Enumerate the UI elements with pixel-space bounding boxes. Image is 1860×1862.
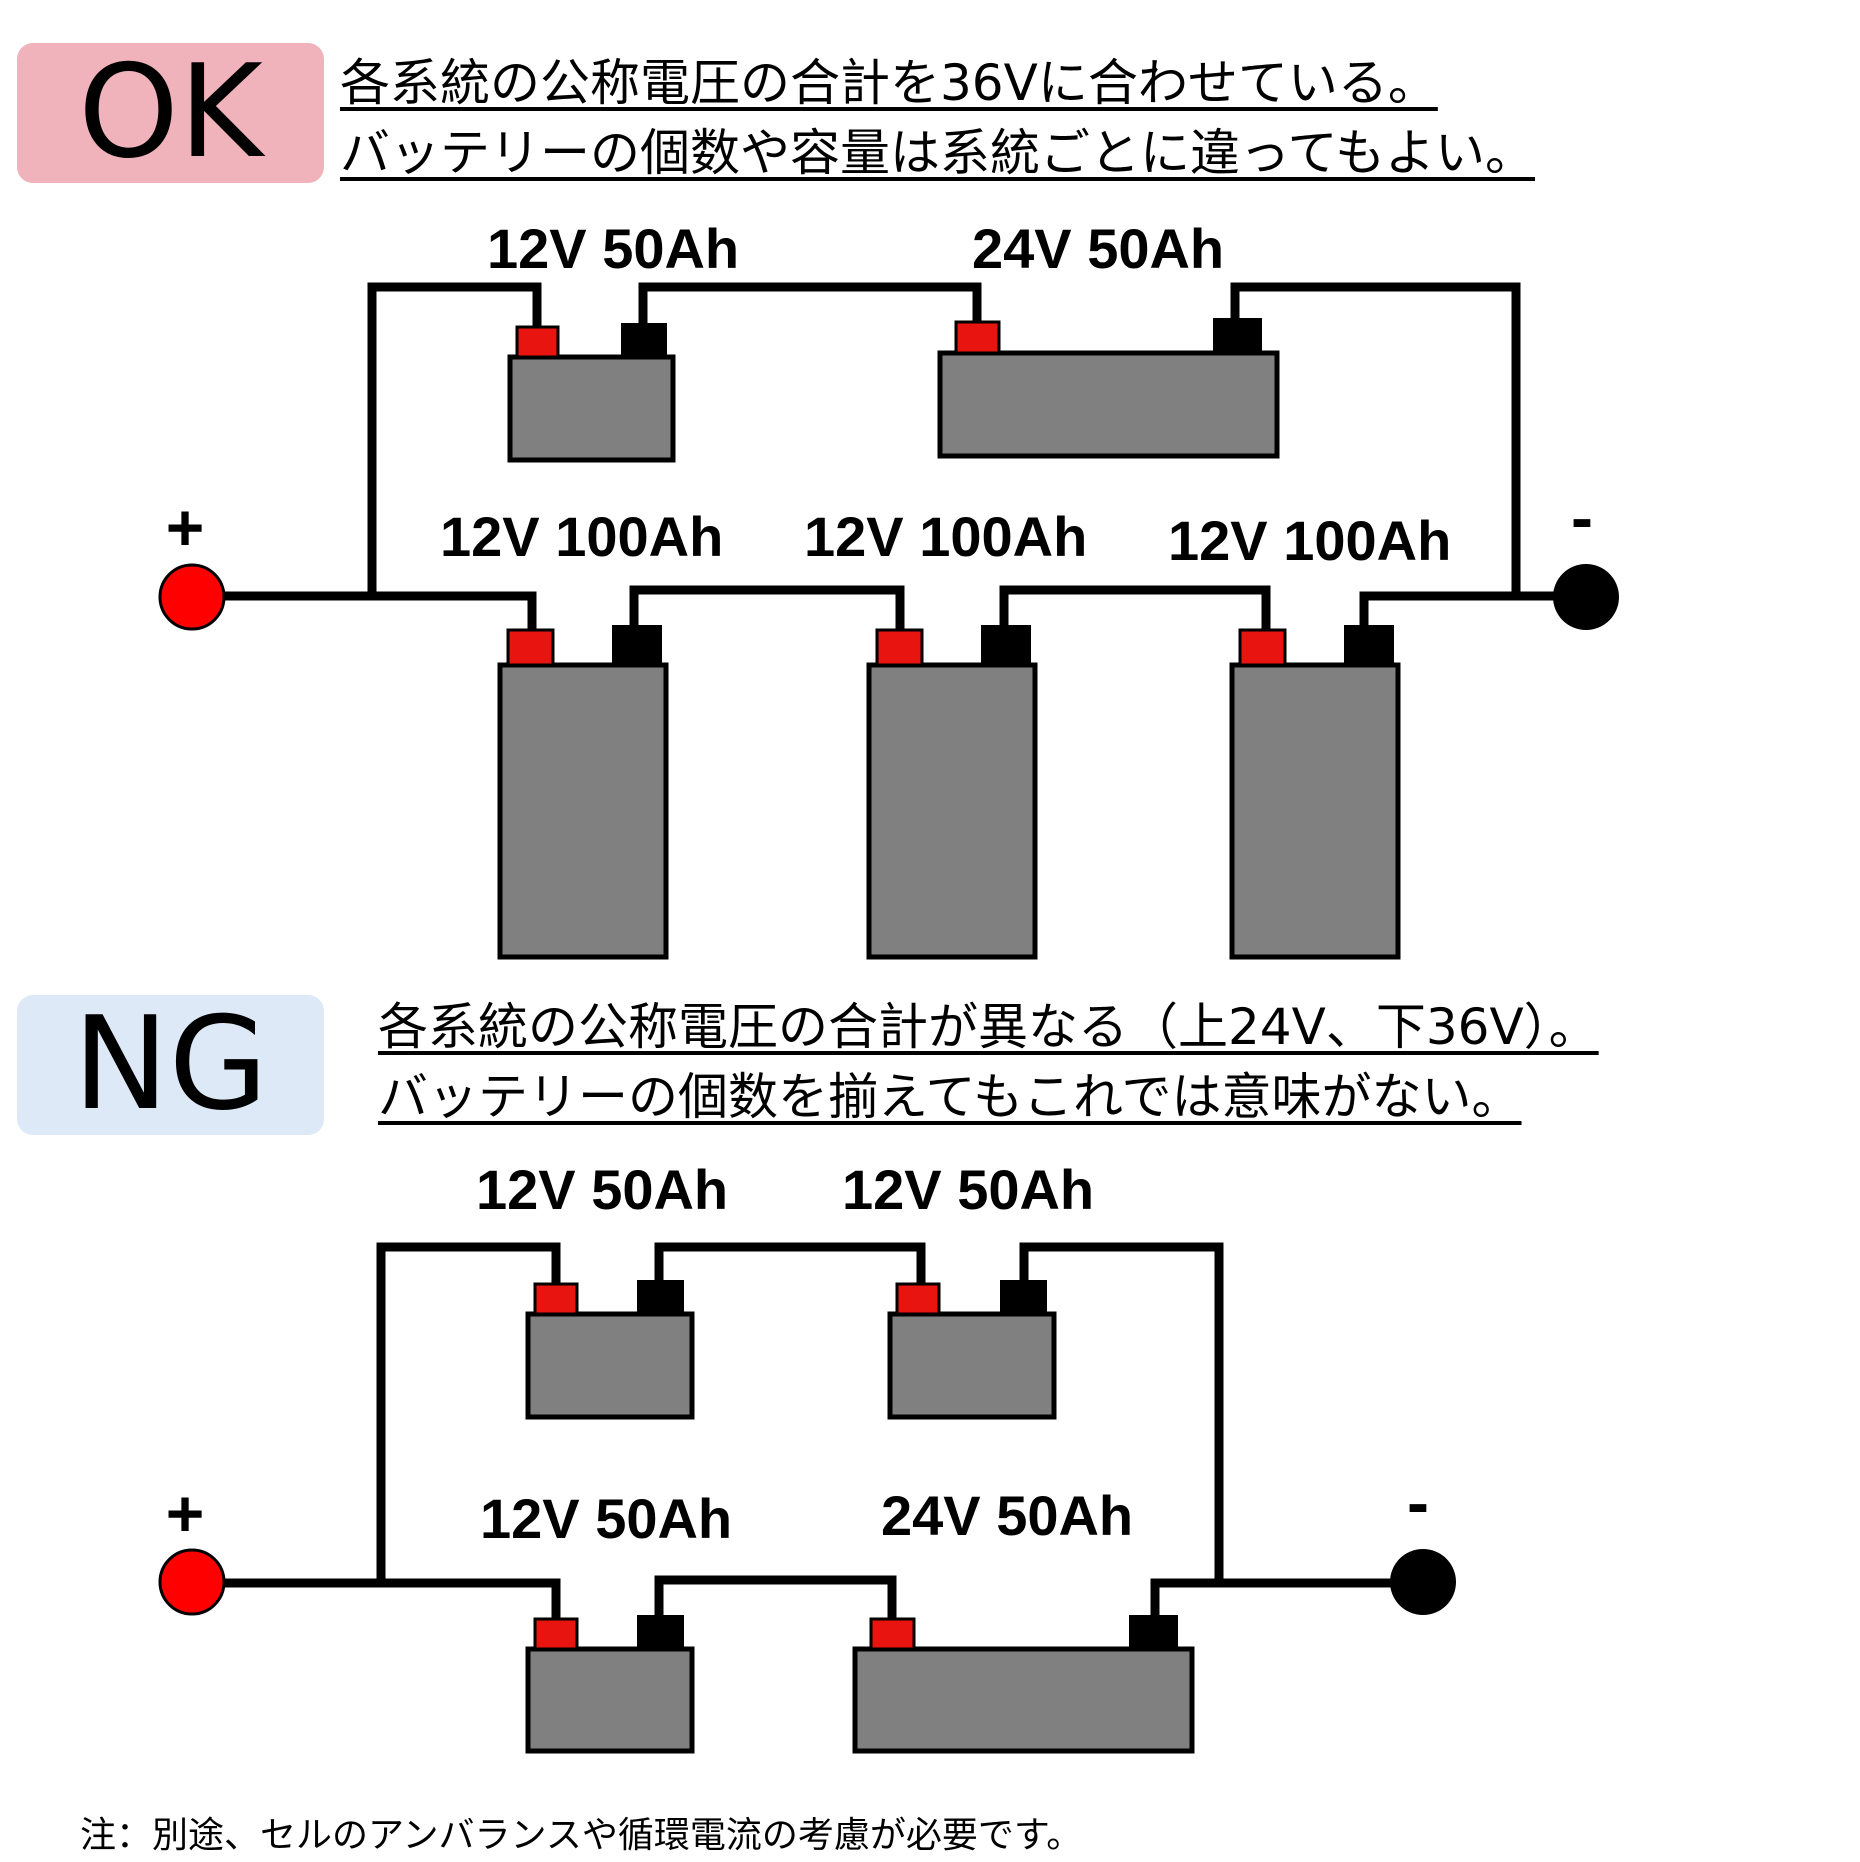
ng-minus-sign: -	[1407, 1465, 1429, 1539]
ok-diagram: + - 12V 50Ah 24V 50Ah 12V 100Ah 12V 100A…	[158, 217, 1619, 960]
ng-wire-plus-bottom	[225, 1578, 561, 1620]
ok-battery-top-1	[507, 323, 676, 463]
negative-terminal	[981, 625, 1031, 665]
ok-battery-top-2	[937, 318, 1280, 459]
ng-diagram: + - 12V 50Ah 12V 50Ah 12V 50Ah 24V 50Ah	[158, 1158, 1456, 1754]
ok-wire-top-to-minus	[1230, 282, 1521, 596]
ng-wire-top-to-minus	[1019, 1242, 1224, 1583]
ok-minus-sign: -	[1571, 480, 1593, 554]
ng-description: 各系統の公称電圧の合計が異なる（上24V、下36V）。 バッテリーの個数を揃えて…	[378, 992, 1599, 1132]
ok-negative-node	[1553, 564, 1619, 630]
ng-wire-bottom-to-minus	[1150, 1578, 1418, 1620]
ok-wire-bottom-to-minus	[1359, 591, 1580, 632]
ok-label-bottom-2: 12V 100Ah	[804, 505, 1087, 568]
ng-battery-bottom-2	[852, 1615, 1195, 1754]
ok-plus-sign: +	[166, 490, 205, 564]
ng-battery-top-2	[887, 1280, 1057, 1420]
negative-terminal	[621, 323, 667, 357]
ng-wire-bottom-series	[654, 1575, 897, 1620]
footnote: 注：別途、セルのアンバランスや循環電流の考慮が必要です。	[80, 1815, 1083, 1856]
negative-terminal	[612, 625, 662, 665]
ok-battery-bottom-1	[497, 625, 669, 960]
positive-terminal	[875, 628, 924, 667]
negative-terminal	[637, 1615, 684, 1649]
ng-label-top-2: 12V 50Ah	[842, 1158, 1094, 1221]
negative-terminal	[1213, 318, 1262, 353]
ok-positive-node	[158, 563, 226, 631]
positive-terminal	[515, 325, 560, 359]
ok-badge: OK	[17, 43, 324, 183]
negative-terminal	[637, 1280, 684, 1314]
ok-battery-bottom-2	[866, 625, 1038, 960]
ng-badge: NG	[17, 995, 324, 1135]
negative-terminal	[1000, 1280, 1047, 1314]
ok-wire-plus-bottom	[225, 591, 537, 632]
positive-terminal	[869, 1617, 916, 1651]
ok-line-2: バッテリーの個数や容量は系統ごとに違ってもよい。	[340, 124, 1535, 182]
positive-terminal	[506, 628, 555, 667]
ok-wire-plus-to-top	[367, 282, 542, 596]
positive-terminal	[954, 320, 1001, 355]
negative-terminal	[1344, 625, 1394, 665]
positive-terminal	[895, 1282, 941, 1316]
ng-wire-plus-to-top	[376, 1242, 561, 1583]
ng-line-1: 各系統の公称電圧の合計が異なる（上24V、下36V）。	[378, 998, 1599, 1056]
ng-label-bottom-2: 24V 50Ah	[881, 1484, 1133, 1547]
ng-battery-bottom-1	[525, 1615, 695, 1754]
ok-battery-bottom-3	[1229, 625, 1401, 960]
positive-terminal	[1238, 628, 1287, 667]
ok-line-1: 各系統の公称電圧の合計を36Vに合わせている。	[340, 54, 1438, 112]
ng-label-top-1: 12V 50Ah	[476, 1158, 728, 1221]
ok-label-top-1: 12V 50Ah	[487, 217, 739, 280]
ng-negative-node	[1390, 1549, 1456, 1615]
ng-plus-sign: +	[166, 1476, 205, 1550]
ok-description: 各系統の公称電圧の合計を36Vに合わせている。 バッテリーの個数や容量は系統ごと…	[340, 48, 1535, 188]
ng-label-bottom-1: 12V 50Ah	[480, 1487, 732, 1550]
ng-wire-top-series	[654, 1242, 926, 1285]
ok-wire-bottom-series-2	[999, 585, 1271, 632]
ok-wire-bottom-series-1	[629, 585, 905, 632]
ok-label-bottom-3: 12V 100Ah	[1168, 509, 1451, 572]
negative-terminal	[1129, 1615, 1178, 1649]
ng-line-2: バッテリーの個数を揃えてもこれでは意味がない。	[378, 1068, 1522, 1126]
ok-wire-top-series	[638, 282, 982, 330]
ng-battery-top-1	[525, 1280, 695, 1420]
ng-positive-node	[158, 1548, 226, 1616]
ok-label-top-2: 24V 50Ah	[972, 217, 1224, 280]
positive-terminal	[533, 1282, 579, 1316]
ok-label-bottom-1: 12V 100Ah	[440, 505, 723, 568]
positive-terminal	[533, 1617, 579, 1651]
